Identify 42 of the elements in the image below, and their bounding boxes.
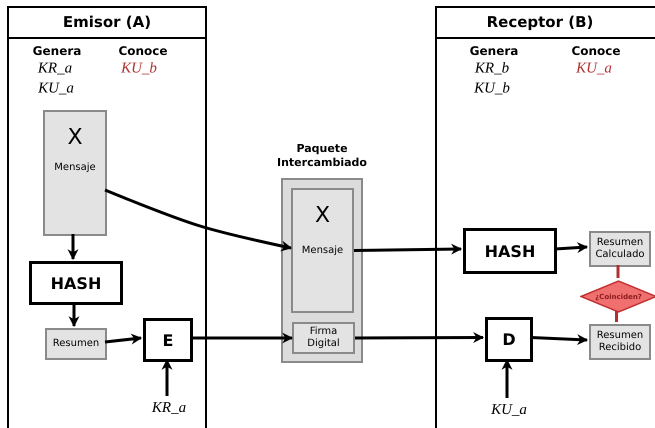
swimlane-panel	[435, 6, 655, 428]
arrow	[104, 188, 292, 252]
key-name: KR_b	[474, 60, 510, 78]
arrow	[68, 234, 78, 260]
lane-header: Receptor (B)	[437, 8, 655, 39]
variable-name: X	[314, 204, 332, 228]
key-name: KU_a	[576, 60, 612, 78]
data-box: Resumen	[45, 328, 107, 360]
package-title: Paquete Intercambiado	[276, 142, 368, 170]
process-box: E	[143, 318, 193, 362]
key-label: KU_a	[485, 400, 533, 420]
arrow	[104, 334, 142, 345]
key-name: KU_b	[121, 60, 157, 78]
arrow	[354, 244, 462, 255]
message-box	[291, 188, 354, 313]
column-heading: Genera	[470, 44, 518, 58]
key-name: KR_a	[38, 60, 72, 78]
swimlane-panel	[7, 6, 207, 428]
message-box	[43, 110, 107, 236]
box-label: Mensaje	[300, 245, 344, 256]
process-box: D	[485, 317, 533, 362]
arrow	[68, 303, 80, 328]
connector-line	[615, 311, 618, 322]
key-name: KU_a	[38, 80, 74, 98]
column-heading: Genera	[32, 44, 82, 58]
column-heading: Conoce	[571, 44, 621, 58]
box-label: Mensaje	[53, 162, 97, 173]
arrow	[530, 334, 588, 346]
column-heading: Conoce	[118, 44, 168, 58]
connector-line	[616, 265, 620, 278]
arrow	[355, 332, 484, 344]
process-box: HASH	[463, 228, 557, 274]
lane-header: Emisor (A)	[9, 8, 205, 39]
data-box: Resumen Recibido	[589, 324, 651, 360]
variable-name: X	[66, 126, 84, 150]
arrow	[554, 242, 588, 254]
key-label: KR_a	[145, 398, 193, 418]
key-name: KU_b	[474, 80, 510, 98]
arrow	[191, 332, 294, 344]
process-box: HASH	[29, 261, 123, 305]
data-box: Firma Digital	[292, 322, 355, 354]
data-box: Resumen Calculado	[589, 231, 651, 267]
